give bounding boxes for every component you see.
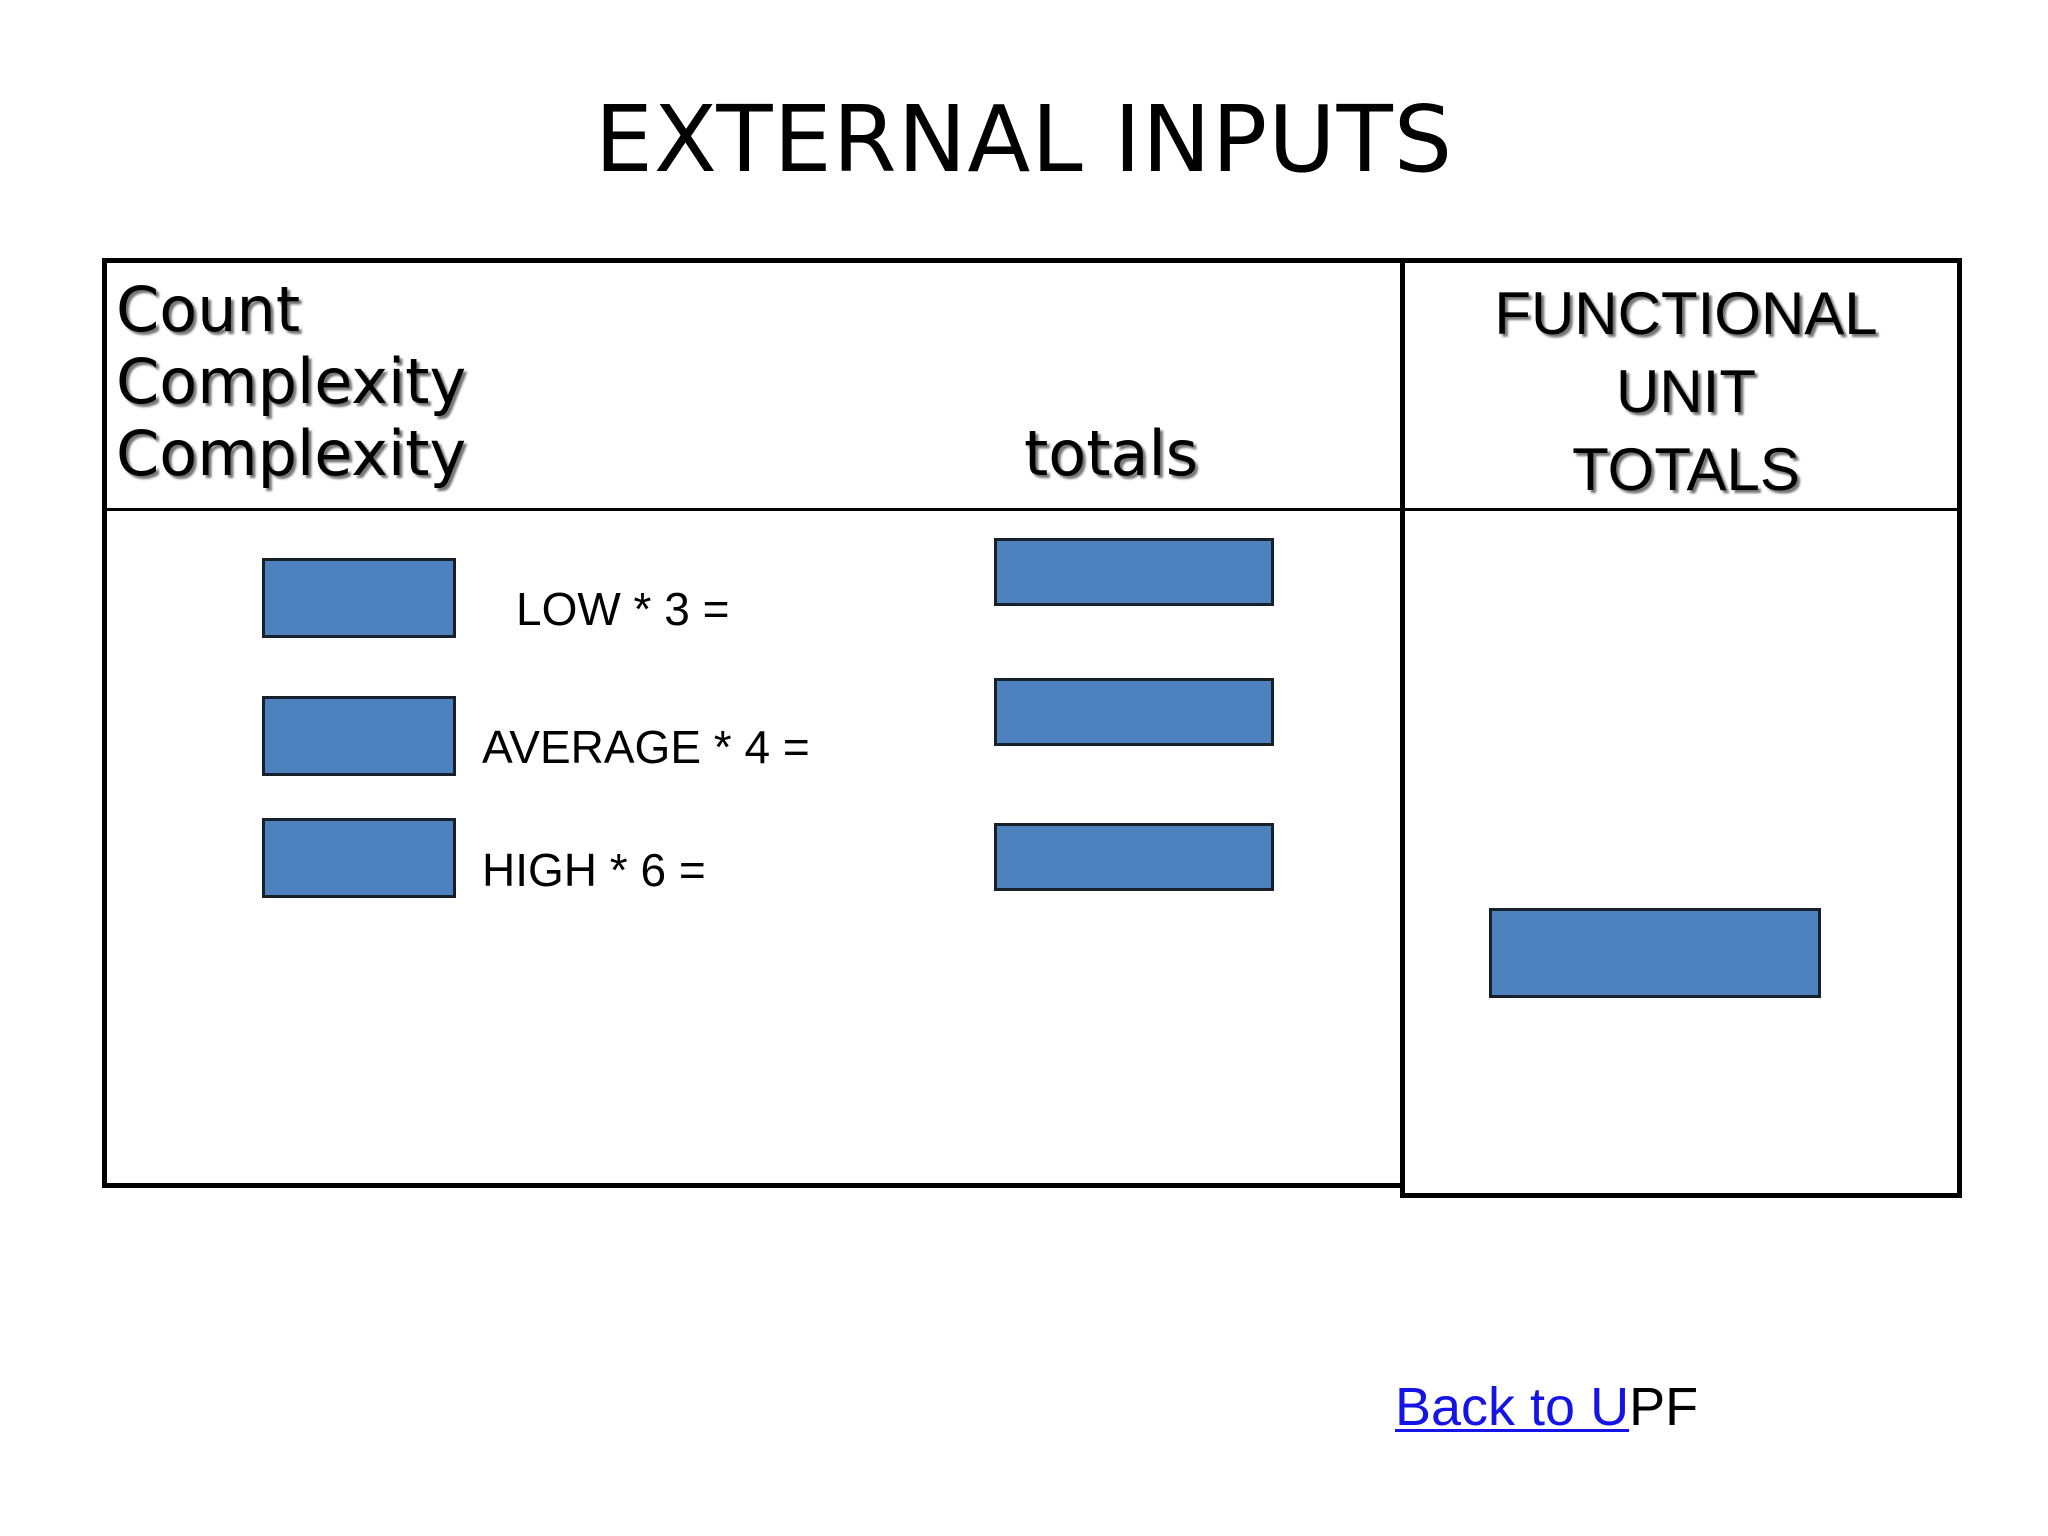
count-input-high[interactable] bbox=[262, 818, 456, 898]
right-column-header: FUNCTIONAL UNIT TOTALS bbox=[1413, 275, 1959, 509]
header-functional-label: FUNCTIONAL bbox=[1494, 280, 1878, 347]
header-count-label: Count bbox=[116, 273, 301, 346]
table-right-column: FUNCTIONAL UNIT TOTALS bbox=[1400, 258, 1962, 1198]
function-point-table: Count Complexity Complexity totals FUNCT… bbox=[102, 258, 1962, 1198]
header-complexity-label: Complexity bbox=[116, 344, 467, 418]
header-totals-label: totals bbox=[1024, 416, 1199, 490]
total-input-low[interactable] bbox=[994, 538, 1274, 606]
header-unit-label: UNIT bbox=[1616, 358, 1756, 425]
left-header-divider bbox=[102, 508, 1400, 511]
header-totals-uppercase-label: TOTALS bbox=[1572, 436, 1800, 503]
formula-label-low: LOW * 3 = bbox=[516, 583, 730, 635]
back-to-upf-link-text[interactable]: Back to U bbox=[1395, 1377, 1630, 1437]
total-input-high[interactable] bbox=[994, 823, 1274, 891]
header-complexity-totals-row: Complexity totals bbox=[116, 416, 1386, 504]
right-header-divider bbox=[1400, 508, 1962, 511]
count-input-low[interactable] bbox=[262, 558, 456, 638]
header-complexity-label-2: Complexity bbox=[116, 416, 467, 490]
back-to-upf-link[interactable]: Back to UPF bbox=[1395, 1376, 1698, 1438]
formula-label-average: AVERAGE * 4 = bbox=[482, 721, 810, 773]
formula-label-high: HIGH * 6 = bbox=[482, 844, 706, 896]
left-column-header: Count Complexity Complexity totals bbox=[116, 274, 1386, 504]
count-input-average[interactable] bbox=[262, 696, 456, 776]
page-title: EXTERNAL INPUTS bbox=[594, 86, 1454, 193]
total-input-average[interactable] bbox=[994, 678, 1274, 746]
back-to-upf-link-tail: PF bbox=[1629, 1377, 1699, 1437]
functional-unit-total-input[interactable] bbox=[1489, 908, 1821, 998]
